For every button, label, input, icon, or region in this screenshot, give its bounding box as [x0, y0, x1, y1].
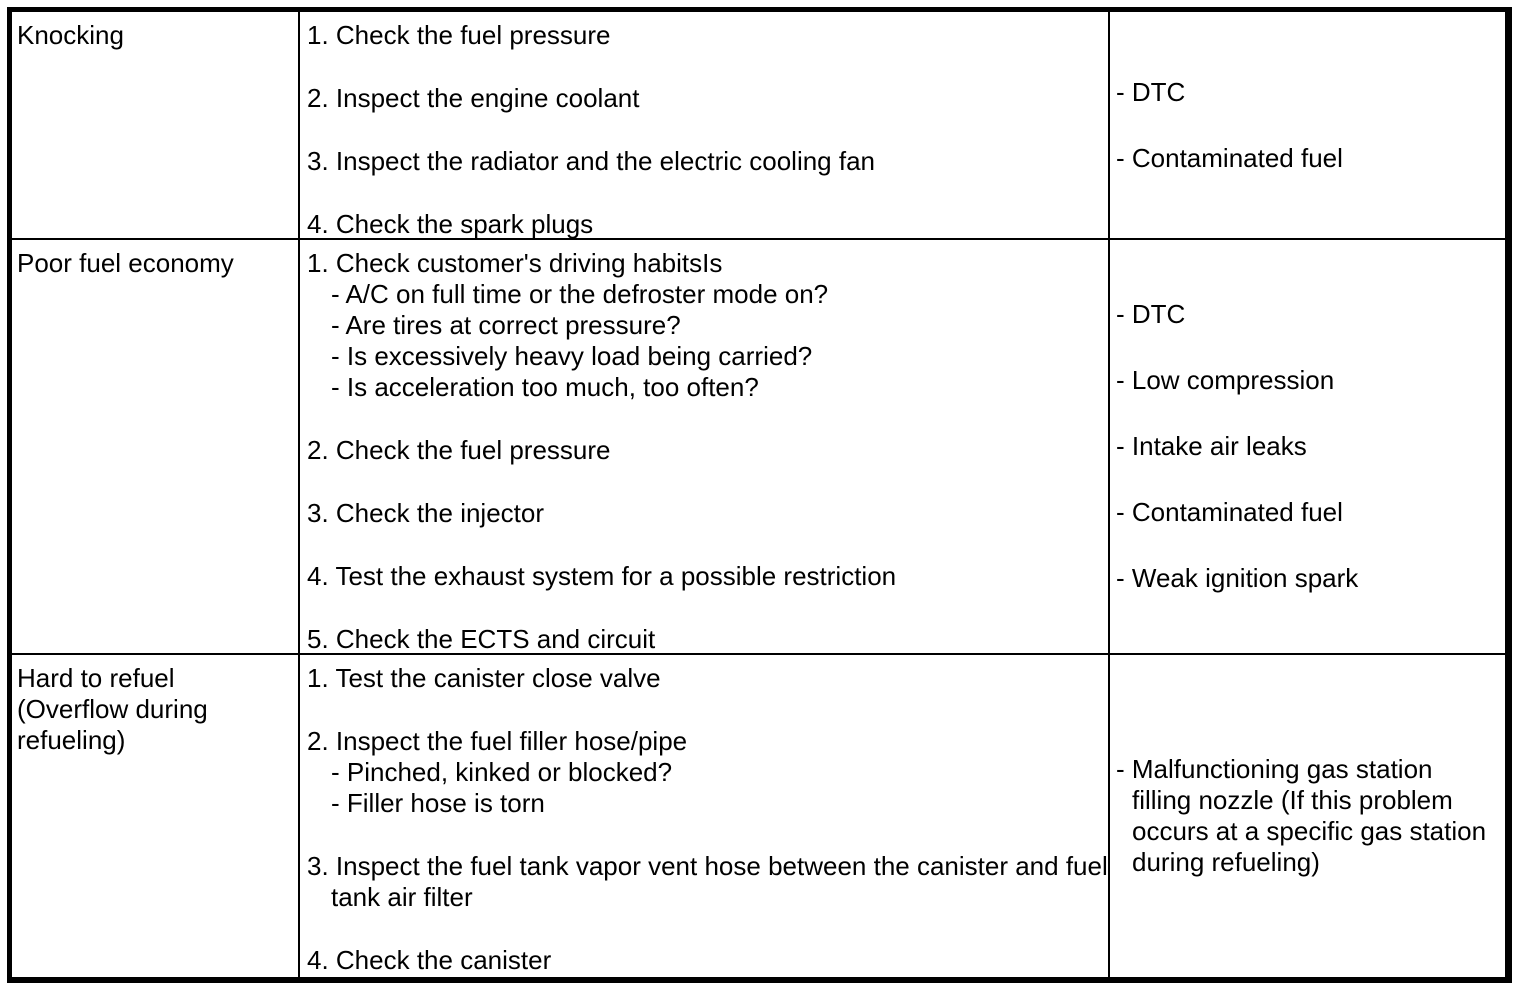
- step-item: 2. Inspect the engine coolant: [307, 83, 640, 113]
- step-sub-item: - Filler hose is torn: [331, 788, 545, 818]
- step-item: 3. Inspect the radiator and the electric…: [307, 146, 876, 176]
- cause-item: - Contaminated fuel: [1116, 497, 1343, 527]
- step-sub-item: - Is acceleration too much, too often?: [331, 372, 759, 402]
- step-item: 4. Check the canister: [307, 945, 552, 975]
- symptom-cell: Poor fuel economy: [12, 240, 300, 655]
- step-item: 1. Test the canister close valve: [307, 663, 661, 693]
- inspection-steps-cell: 1. Check the fuel pressure 2. Inspect th…: [300, 12, 1110, 240]
- cause-item: - Contaminated fuel: [1116, 142, 1343, 173]
- cause-item: - Weak ignition spark: [1116, 563, 1359, 593]
- cause-item: - Low compression: [1116, 365, 1335, 395]
- step-item: 2. Check the fuel pressure: [307, 435, 611, 465]
- step-item: 4. Check the spark plugs: [307, 209, 594, 239]
- cause-item: - Malfunctioning gas station filling noz…: [1116, 754, 1487, 877]
- step-item: 5. Check the ECTS and circuit: [307, 624, 656, 654]
- possible-causes-cell: - Malfunctioning gas station filling noz…: [1110, 655, 1505, 977]
- symptom-text: Hard to refuel (Overflow during refuelin…: [17, 663, 208, 755]
- symptom-cell: Knocking: [12, 12, 300, 240]
- step-item: 3. Check the injector: [307, 498, 545, 528]
- possible-causes-cell: - DTC - Low compression - Intake air lea…: [1110, 240, 1505, 655]
- cause-item: - Intake air leaks: [1116, 431, 1307, 461]
- step-item: 4. Test the exhaust system for a possibl…: [307, 561, 897, 591]
- step-sub-item: - Is excessively heavy load being carrie…: [331, 341, 813, 371]
- step-sub-item: - A/C on full time or the defroster mode…: [331, 279, 829, 309]
- cause-item: - DTC: [1116, 299, 1186, 329]
- step-sub-item: - Pinched, kinked or blocked?: [331, 757, 673, 787]
- troubleshooting-table: Knocking 1. Check the fuel pressure 2. I…: [7, 7, 1512, 983]
- step-item: 2. Inspect the fuel filler hose/pipe: [307, 726, 688, 756]
- inspection-steps-cell: 1. Check customer's driving habitsIs - A…: [300, 240, 1110, 655]
- step-item: 3. Inspect the fuel tank vapor vent hose…: [307, 851, 1108, 912]
- inspection-steps-cell: 1. Test the canister close valve 2. Insp…: [300, 655, 1110, 977]
- symptom-text: Knocking: [17, 20, 124, 50]
- possible-causes-cell: - DTC - Contaminated fuel: [1110, 12, 1505, 240]
- step-item: 1. Check the fuel pressure: [307, 20, 611, 50]
- cause-item: - DTC: [1116, 76, 1186, 107]
- symptom-cell: Hard to refuel (Overflow during refuelin…: [12, 655, 300, 977]
- step-sub-item: - Are tires at correct pressure?: [331, 310, 681, 340]
- step-item: 1. Check customer's driving habitsIs: [307, 248, 723, 278]
- symptom-text: Poor fuel economy: [17, 248, 234, 278]
